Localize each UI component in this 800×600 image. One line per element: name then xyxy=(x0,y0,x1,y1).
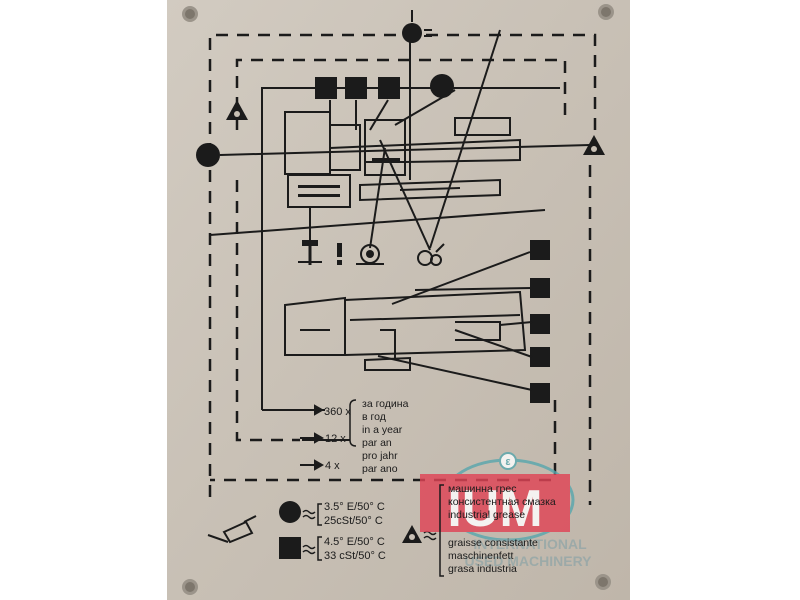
oil-point-square-icon xyxy=(315,77,337,99)
oil-point-square-icon xyxy=(530,314,550,334)
freq-term-fr: par an xyxy=(362,437,392,449)
grease-term-bg: машинна грес xyxy=(448,483,516,495)
lathe-sump-pattern xyxy=(298,158,400,197)
approx-icon xyxy=(302,509,316,555)
ium-watermark-logo: ε IUM INTERNATIONAL USED MACHINERY xyxy=(420,452,592,569)
grease-term-es: grasa industria xyxy=(448,563,517,575)
oil-can-icon xyxy=(207,515,257,544)
count-360: 360 x xyxy=(324,406,351,418)
warning-exclamation-icon xyxy=(337,243,342,265)
oil-point-square-icon xyxy=(530,240,550,260)
oil-brace xyxy=(317,536,322,561)
oil-point-square-icon xyxy=(345,77,367,99)
freq-term-de: pro jahr xyxy=(362,450,398,462)
watermark-line1: INTERNATIONAL xyxy=(473,536,587,552)
oil-point-circle-icon xyxy=(196,143,220,167)
filter-change-icon xyxy=(417,243,445,266)
freq-term-bg: за година xyxy=(362,398,409,410)
screw-icon xyxy=(598,4,614,20)
frequency-arrows xyxy=(262,404,325,471)
front-leader-lines xyxy=(300,251,533,391)
oil-point-square-icon xyxy=(530,278,550,298)
oil-circle-legend-icon xyxy=(279,501,301,523)
grease-brace xyxy=(439,484,444,577)
oil-point-square-icon xyxy=(530,347,550,367)
freq-term-es: par ano xyxy=(362,463,398,475)
screw-icon xyxy=(182,579,198,595)
freq-term-ru: в год xyxy=(362,411,386,423)
top-fitting-icon xyxy=(402,10,432,43)
count-4: 4 x xyxy=(325,460,340,472)
oil-level-icon xyxy=(356,244,384,265)
oil-point-square-icon xyxy=(530,383,550,403)
grease-legend-triangle-icon xyxy=(402,525,422,543)
lathe-front-view xyxy=(284,290,527,371)
grease-triangle-icon xyxy=(226,100,248,120)
oil-point-circle-icon xyxy=(430,74,454,98)
leader-lines xyxy=(309,29,501,251)
circle-oil-value-2: 25cSt/50° C xyxy=(324,515,383,527)
lathe-side-view xyxy=(284,111,521,208)
circle-oil-value-1: 3.5° E/50° C xyxy=(324,501,385,513)
drain-plug-icon xyxy=(298,240,322,265)
oil-point-square-icon xyxy=(378,77,400,99)
grease-term-ru: консистентная смазка xyxy=(448,496,556,508)
oil-square-legend-icon xyxy=(279,537,301,559)
count-12: 12 x xyxy=(325,433,346,445)
grease-triangle-icon xyxy=(583,135,605,155)
screw-icon xyxy=(182,6,198,22)
grease-term-de: maschinenfett xyxy=(448,550,513,562)
dashed-boundaries xyxy=(208,33,597,505)
watermark-line2: USED MACHINERY xyxy=(464,553,592,569)
grease-term-en: industrial grease xyxy=(448,509,525,521)
frequency-brace xyxy=(349,399,357,447)
square-oil-value-2: 33 cSt/50° C xyxy=(324,550,386,562)
square-oil-value-1: 4.5° E/50° C xyxy=(324,536,385,548)
watermark-logo-text: IUM xyxy=(447,480,542,538)
oil-brace xyxy=(317,503,322,526)
freq-term-en: in a year xyxy=(362,424,403,436)
grease-term-fr: graisse consistante xyxy=(448,537,538,549)
screw-icon xyxy=(595,574,611,590)
svg-text:ε: ε xyxy=(505,456,511,468)
